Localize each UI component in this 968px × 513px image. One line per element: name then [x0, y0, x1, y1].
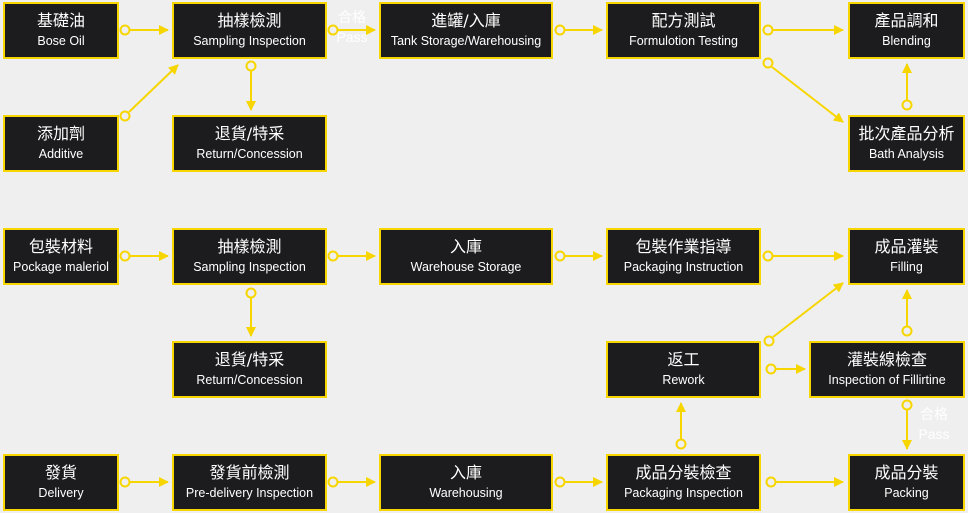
- node-formulation-testing: 配方測試 Formulotion Testing: [606, 2, 761, 59]
- node-title-zh: 抽樣檢測: [217, 237, 282, 256]
- node-title-zh: 退貨/特采: [214, 350, 285, 369]
- pass-label-zh: 合格: [338, 9, 366, 25]
- node-tank-storage: 進罐/入庫 Tank Storage/Warehousing: [379, 2, 553, 59]
- node-title-en: Pockage maleriol: [13, 260, 109, 274]
- node-title-zh: 包裝材料: [28, 237, 93, 256]
- arrow-rework-filling: [772, 282, 844, 338]
- node-package-material: 包裝材料 Pockage maleriol: [3, 228, 119, 285]
- node-title-zh: 退貨/特采: [214, 124, 285, 143]
- node-title-en: Warehouse Storage: [410, 260, 522, 274]
- arrow-additive-sampling: [128, 64, 179, 113]
- pass-label-bottom: 合格 Pass: [914, 404, 954, 444]
- node-packaging-instruction: 包裝作業指導 Packaging Instruction: [606, 228, 761, 285]
- node-title-en: Packing: [884, 486, 929, 500]
- pass-label-zh: 合格: [920, 406, 948, 422]
- node-predelivery-inspection: 發貨前檢測 Pre-delivery Inspection: [172, 454, 327, 511]
- node-packing: 成品分裝 Packing: [848, 454, 965, 511]
- node-title-zh: 灌裝線檢查: [846, 350, 927, 369]
- node-title-en: Packaging Instruction: [623, 260, 744, 274]
- node-title-zh: 添加劑: [36, 124, 85, 143]
- node-title-zh: 批次產品分析: [858, 124, 955, 143]
- node-base-oil: 基礎油 Bose Oil: [3, 2, 119, 59]
- node-title-en: Blending: [882, 34, 931, 48]
- node-title-zh: 抽樣檢測: [217, 11, 282, 30]
- pass-label-en: Pass: [918, 426, 950, 442]
- node-title-en: Delivery: [38, 486, 84, 500]
- node-title-en: Sampling Inspection: [193, 260, 306, 274]
- node-title-en: Bath Analysis: [868, 147, 945, 161]
- node-title-zh: 入庫: [449, 463, 482, 482]
- arrow-start-circles: [119, 24, 913, 488]
- node-title-zh: 包裝作業指導: [635, 237, 732, 256]
- node-title-en: Additive: [38, 147, 84, 161]
- node-title-en: Return/Concession: [196, 373, 303, 387]
- pass-label-top: 合格 Pass: [333, 7, 371, 47]
- node-batch-analysis: 批次產品分析 Bath Analysis: [848, 115, 965, 172]
- node-title-zh: 成品分裝: [874, 463, 939, 482]
- node-additive: 添加劑 Additive: [3, 115, 119, 172]
- node-warehousing: 入庫 Warehousing: [379, 454, 553, 511]
- node-return-concession-1: 退貨/特采 Return/Concession: [172, 115, 327, 172]
- node-title-zh: 發貨前檢測: [209, 463, 290, 482]
- node-title-zh: 成品分裝檢查: [635, 463, 732, 482]
- node-rework: 返工 Rework: [606, 341, 761, 398]
- node-title-en: Bose Oil: [37, 34, 85, 48]
- node-title-zh: 配方測試: [651, 11, 716, 30]
- arrow-formulation-batch: [771, 66, 844, 123]
- node-title-en: Tank Storage/Warehousing: [390, 34, 542, 48]
- node-title-en: Formulotion Testing: [629, 34, 738, 48]
- node-sampling-inspection-1: 抽樣檢測 Sampling Inspection: [172, 2, 327, 59]
- node-sampling-inspection-2: 抽樣檢測 Sampling Inspection: [172, 228, 327, 285]
- node-title-en: Rework: [662, 373, 705, 387]
- node-line-inspection: 灌裝線檢查 Inspection of Fillirtine: [809, 341, 965, 398]
- node-title-zh: 入庫: [449, 237, 482, 256]
- node-title-zh: 返工: [667, 350, 700, 369]
- node-filling: 成品灌裝 Filling: [848, 228, 965, 285]
- node-title-en: Warehousing: [429, 486, 503, 500]
- node-title-en: Pre-delivery Inspection: [185, 486, 314, 500]
- node-title-en: Packaging Inspection: [624, 486, 743, 500]
- node-title-zh: 成品灌裝: [874, 237, 939, 256]
- node-title-en: Inspection of Fillirtine: [828, 373, 946, 387]
- node-return-concession-2: 退貨/特采 Return/Concession: [172, 341, 327, 398]
- pass-label-en: Pass: [336, 29, 368, 45]
- node-delivery: 發貨 Delivery: [3, 454, 119, 511]
- node-title-en: Return/Concession: [196, 147, 303, 161]
- node-warehouse-storage: 入庫 Warehouse Storage: [379, 228, 553, 285]
- node-title-zh: 發貨: [44, 463, 77, 482]
- node-title-en: Filling: [890, 260, 923, 274]
- node-title-zh: 進罐/入庫: [431, 11, 501, 30]
- node-blending: 產品調和 Blending: [848, 2, 965, 59]
- node-title-zh: 產品調和: [874, 11, 939, 30]
- node-title-zh: 基礎油: [36, 11, 85, 30]
- node-packaging-inspection: 成品分裝檢查 Packaging Inspection: [606, 454, 761, 511]
- node-title-en: Sampling Inspection: [193, 34, 306, 48]
